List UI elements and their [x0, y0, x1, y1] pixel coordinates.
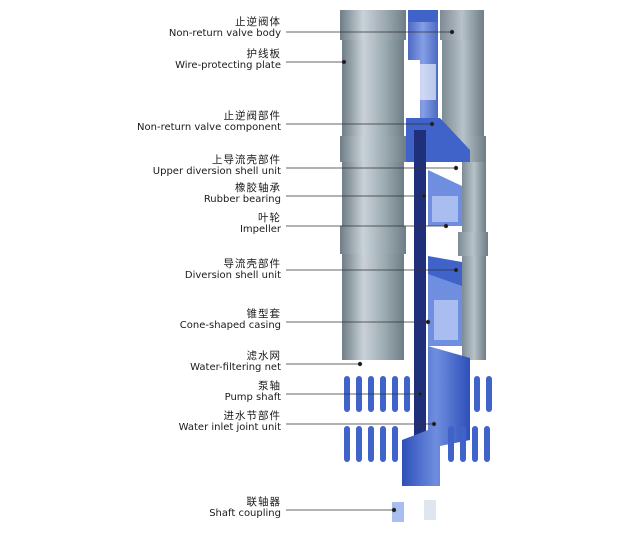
label-cn: 叶轮	[258, 212, 281, 224]
label-cn: 泵轴	[258, 380, 281, 392]
shaft-coupling	[392, 500, 436, 522]
pump-shaft	[414, 130, 426, 486]
label-en: Shaft coupling	[209, 508, 281, 519]
water-inlet-joint	[402, 346, 470, 486]
label-en: Pump shaft	[224, 392, 281, 403]
label-cone-shaped-casing: 锥型套 Cone-shaped casing	[180, 308, 281, 332]
label-diversion-shell-unit: 导流壳部件 Diversion shell unit	[185, 258, 281, 282]
label-en: Upper diversion shell unit	[152, 166, 281, 177]
label-cn: 止逆阀部件	[223, 110, 281, 122]
label-pump-shaft: 泵轴 Pump shaft	[225, 380, 281, 404]
label-upper-diversion-shell-unit: 上导流壳部件 Upper diversion shell unit	[153, 154, 281, 178]
label-non-return-valve-component: 止逆阀部件 Non-return valve component	[137, 110, 281, 134]
label-en: Water-filtering net	[190, 362, 281, 373]
upper-diversion-shell	[340, 118, 486, 232]
non-return-valve-body	[340, 10, 484, 136]
label-en: Non-return valve body	[168, 28, 281, 39]
label-en: Diversion shell unit	[184, 270, 281, 281]
label-shaft-coupling: 联轴器 Shaft coupling	[209, 496, 281, 520]
water-filtering-net	[344, 376, 492, 462]
label-cn: 导流壳部件	[223, 258, 281, 270]
label-cn: 护线板	[246, 48, 281, 60]
label-en: Cone-shaped casing	[179, 320, 281, 331]
label-cn: 滤水网	[246, 350, 281, 362]
label-rubber-bearing: 橡胶轴承 Rubber bearing	[204, 182, 281, 206]
label-non-return-valve-body: 止逆阀体 Non-return valve body	[169, 16, 281, 40]
label-en: Rubber bearing	[203, 194, 281, 205]
label-water-filtering-net: 滤水网 Water-filtering net	[190, 350, 281, 374]
label-water-inlet-joint-unit: 进水节部件 Water inlet joint unit	[179, 410, 281, 434]
label-cn: 锥型套	[246, 308, 281, 320]
label-en: Wire-protecting plate	[175, 60, 281, 71]
label-impeller: 叶轮 Impeller	[240, 212, 281, 236]
label-wire-protecting-plate: 护线板 Wire-protecting plate	[175, 48, 281, 72]
label-cn: 止逆阀体	[235, 16, 281, 28]
label-cn: 联轴器	[246, 496, 281, 508]
label-cn: 进水节部件	[223, 410, 281, 422]
label-en: Water inlet joint unit	[178, 422, 281, 433]
label-en: Non-return valve component	[137, 122, 281, 133]
leader-lines	[286, 29, 459, 513]
diversion-shell-unit	[340, 226, 488, 360]
label-cn: 橡胶轴承	[235, 182, 281, 194]
label-en: Impeller	[239, 224, 281, 235]
label-cn: 上导流壳部件	[212, 154, 281, 166]
